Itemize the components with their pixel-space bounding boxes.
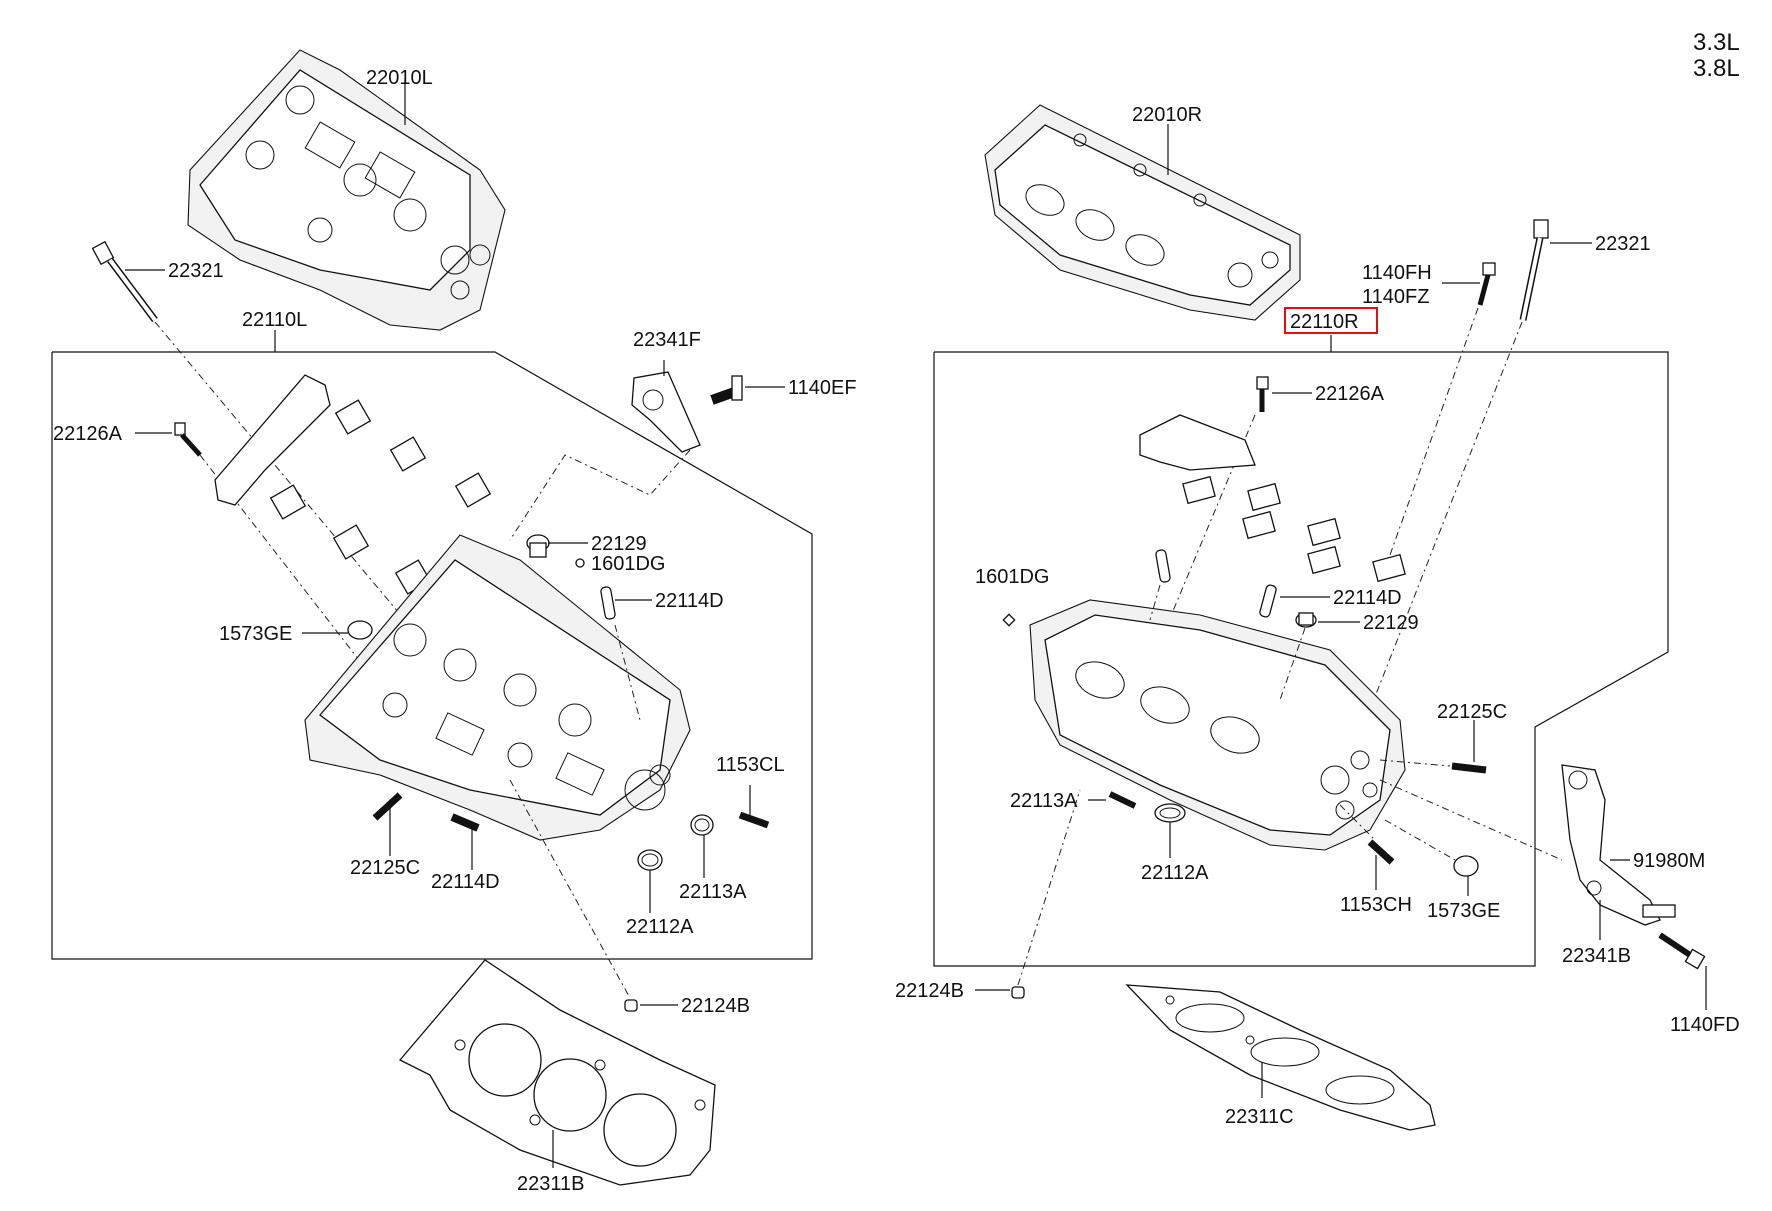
label-right-cap-bolt: 22126A <box>1315 383 1385 405</box>
label-right-gasket: 22311C <box>1225 1106 1294 1128</box>
guide-right-stud-c <box>1379 759 1451 767</box>
label-right-bolt-fz: 1140FZ <box>1362 286 1429 308</box>
right-bracket-bolt-drawing <box>1658 932 1706 970</box>
label-right-bracket: 22341B <box>1562 945 1631 967</box>
right-seal-drawing <box>1108 791 1137 809</box>
label-right-cup-plug: 1573GE <box>1427 900 1500 922</box>
right-head-assembly-drawing <box>984 104 1301 321</box>
label-left-stud-c: 22125C <box>350 857 420 879</box>
guide-right-bracket <box>1379 779 1563 861</box>
left-cylinder-head-drawing <box>304 534 691 841</box>
label-left-head-bolt: 22321 <box>168 260 224 282</box>
label-left-pin: 1601DG <box>591 553 666 575</box>
label-left-stud: 1153CL <box>716 754 785 776</box>
left-pin-drawing <box>575 558 585 568</box>
left-head-assembly-drawing <box>187 49 506 331</box>
right-bracket-drawing <box>1561 764 1676 926</box>
right-stud-c-drawing <box>1451 762 1487 774</box>
highlight-right-subassembly <box>1284 307 1378 334</box>
label-right-bracket-bolt: 1140FD <box>1670 1014 1740 1036</box>
engine-variant-3-8l: 3.8L <box>1693 55 1740 82</box>
guide-left-bracket <box>509 449 691 541</box>
right-plug-drawing <box>1295 612 1317 628</box>
left-plug-drawing <box>526 534 550 558</box>
label-left-cap-bolt: 22126A <box>53 423 123 445</box>
left-stud-drawing <box>738 811 770 829</box>
guide-right-bush <box>1017 789 1081 986</box>
label-right-plug: 22129 <box>1363 612 1419 634</box>
label-left-gasket: 22311B <box>517 1173 584 1195</box>
guide-right-cup-plug <box>1384 819 1456 861</box>
label-right-pin: 1601DG <box>975 566 1050 588</box>
left-head-bolt-drawing <box>91 240 158 323</box>
left-seal-inner <box>694 818 710 832</box>
label-left-plug: 22129 <box>591 533 647 555</box>
right-cylinder-head-drawing <box>1029 599 1406 851</box>
label-left-seal: 22113A <box>679 881 747 903</box>
label-right-seal: 22113A <box>1010 790 1078 812</box>
right-ring-inner <box>1159 807 1181 819</box>
label-left-bracket: 22341F <box>633 329 701 351</box>
left-stud-c-drawing <box>372 792 403 821</box>
left-cap-bolt-drawing <box>174 422 202 457</box>
left-ring-inner <box>641 853 659 867</box>
left-gasket-drawing <box>398 959 716 1186</box>
label-left-bracket-bolt: 1140EF <box>788 377 857 399</box>
right-bush-drawing <box>1011 986 1025 999</box>
left-seal-drawing <box>690 814 714 836</box>
label-left-ring: 22112A <box>626 916 694 938</box>
right-pin-drawing <box>1002 613 1016 627</box>
left-dowel-lower-drawing <box>450 813 480 832</box>
left-dowel-drawing <box>600 586 616 620</box>
guide-left-head-bolt <box>154 321 431 651</box>
label-left-subassembly: 22110L <box>242 309 307 331</box>
left-cam-caps-drawing <box>214 374 492 595</box>
guide-left-bush <box>509 779 631 999</box>
left-cup-plug-drawing <box>347 620 373 640</box>
right-dowel-drawing <box>1155 549 1277 618</box>
label-left-dowel-lower: 22114D <box>431 871 500 893</box>
guide-right-plug <box>1279 627 1306 701</box>
guide-right-head-bolt <box>1359 321 1523 736</box>
right-gasket-drawing <box>1125 984 1436 1131</box>
right-cap-bolt-drawing <box>1256 376 1269 412</box>
label-left-head-assembly: 22010L <box>366 67 433 89</box>
label-right-bush: 22124B <box>895 980 964 1002</box>
label-right-bracket-m: 91980M <box>1633 850 1705 872</box>
label-right-subassembly[interactable]: 22110R <box>1290 311 1359 333</box>
guide-right-bolt-fh <box>1389 307 1479 556</box>
label-right-ring: 22112A <box>1141 862 1209 884</box>
left-bracket-drawing <box>631 371 743 453</box>
label-right-head-bolt: 22321 <box>1595 233 1651 255</box>
label-left-dowel: 22114D <box>655 590 724 612</box>
right-cup-plug-drawing <box>1453 855 1479 877</box>
right-stud-drawing <box>1367 839 1395 865</box>
right-bolt-fh-drawing <box>1477 262 1496 306</box>
label-left-bush: 22124B <box>681 995 750 1017</box>
label-right-dowel: 22114D <box>1333 587 1402 609</box>
label-right-stud-c: 22125C <box>1437 701 1507 723</box>
left-subassembly-boundary <box>51 351 813 960</box>
label-right-bolt-fh: 1140FH <box>1362 262 1432 284</box>
engine-variant-3-3l: 3.3L <box>1693 29 1740 56</box>
label-right-head-assembly: 22010R <box>1132 104 1202 126</box>
right-cam-caps-drawing <box>1139 414 1406 583</box>
guide-right-dowel <box>1149 584 1161 621</box>
right-head-bolt-drawing <box>1519 219 1549 321</box>
left-bush-drawing <box>624 999 638 1012</box>
label-left-cup-plug: 1573GE <box>219 623 292 645</box>
label-right-stud: 1153CH <box>1340 894 1412 916</box>
right-subassembly-boundary <box>933 351 1669 967</box>
